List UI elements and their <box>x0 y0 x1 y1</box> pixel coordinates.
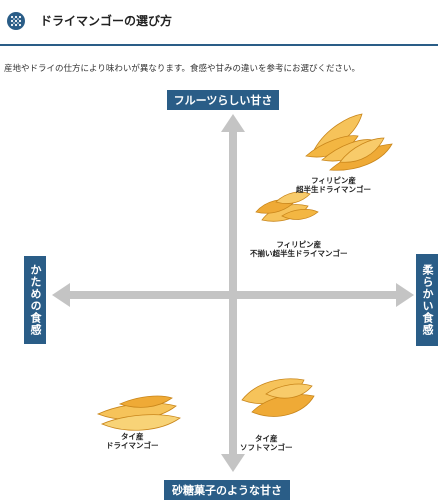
label-philippines-thin: フィリピン産 超半生ドライマンゴー <box>296 176 371 194</box>
label-philippines-irregular-line2: 不揃い超半生ドライマンゴー <box>250 249 348 258</box>
label-philippines-irregular: フィリピン産 不揃い超半生ドライマンゴー <box>250 240 348 258</box>
arrow-right-head <box>396 283 414 307</box>
label-thai-dry: タイ産 ドライマンゴー <box>106 432 159 450</box>
axis-label-left: かための食感 <box>24 256 46 344</box>
axis-label-right: 柔らかい食感 <box>416 254 438 346</box>
label-philippines-thin-line1: フィリピン産 <box>311 176 356 185</box>
arrow-down-head <box>221 454 245 472</box>
intro-text: 産地やドライの仕方により味わいが異なります。食感や甘みの違いを参考にお選びくださ… <box>4 64 360 74</box>
label-thai-soft-line1: タイ産 <box>255 434 278 443</box>
mango-slices-thai-soft-icon <box>241 378 315 417</box>
label-philippines-irregular-line1: フィリピン産 <box>276 240 322 249</box>
taste-map-diagram: フルーツらしい甘さ 砂糖菓子のような甘さ かための食感 柔らかい食感 フィリピン… <box>0 80 438 500</box>
axis-label-bottom: 砂糖菓子のような甘さ <box>164 480 290 500</box>
mango-slices-irregular-icon <box>255 191 319 222</box>
label-thai-soft-line2: ソフトマンゴー <box>240 443 293 452</box>
label-thai-dry-line1: タイ産 <box>121 432 144 441</box>
axis-label-top: フルーツらしい甘さ <box>167 90 279 110</box>
mango-slices-philippines-icon <box>305 113 393 171</box>
dotted-badge-icon <box>7 12 25 30</box>
page-header: ドライマンゴーの選び方 <box>0 0 438 46</box>
label-philippines-thin-line2: 超半生ドライマンゴー <box>296 185 371 194</box>
axes-graphic <box>52 113 414 472</box>
mango-slices-thai-dry-icon <box>96 395 181 431</box>
arrow-up-head <box>221 114 245 132</box>
page-title: ドライマンゴーの選び方 <box>40 14 173 28</box>
label-thai-dry-line2: ドライマンゴー <box>106 441 159 450</box>
arrow-left-head <box>52 283 70 307</box>
label-thai-soft: タイ産 ソフトマンゴー <box>240 434 293 452</box>
